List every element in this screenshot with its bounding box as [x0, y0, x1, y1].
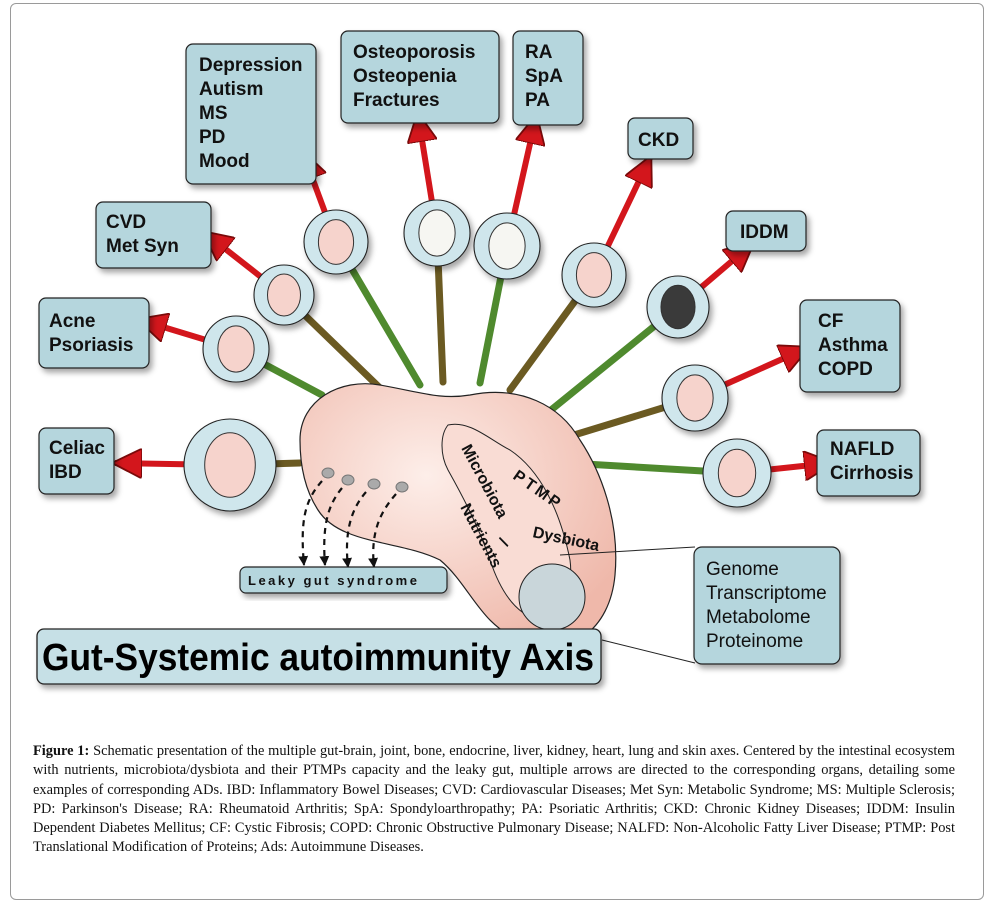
disease-box-liver: NAFLD Cirrhosis: [816, 429, 921, 497]
leaky-pore: [341, 474, 355, 486]
gut-cross-section: [518, 563, 586, 631]
omics-leader-line: [601, 639, 696, 664]
disease-label: CF: [818, 311, 843, 332]
disease-label: Met Syn: [106, 236, 179, 257]
disease-label: SpA: [525, 66, 563, 87]
disease-label: PD: [199, 127, 225, 148]
leaky-pore: [367, 478, 381, 490]
disease-label: RA: [525, 42, 553, 63]
disease-label: NAFLD: [830, 439, 894, 460]
disease-label: PA: [525, 90, 550, 111]
skin-icon: [202, 315, 270, 383]
leaky-pore: [395, 481, 409, 493]
arrow-skin: [140, 320, 206, 343]
leak-arrow: [368, 493, 397, 568]
disease-label: Depression: [199, 55, 302, 76]
brain-icon: [303, 209, 369, 275]
intestine-icon: [183, 418, 277, 512]
disease-box-heart: CVD Met Syn: [95, 201, 212, 269]
disease-label: Osteoporosis: [353, 42, 475, 63]
omics-box: Genome Transcriptome Metabolome Proteino…: [693, 546, 841, 665]
disease-label: Mood: [199, 151, 250, 172]
disease-label: IDDM: [740, 222, 789, 243]
omics-genome: Genome: [706, 559, 779, 580]
figure-frame: [10, 3, 984, 900]
bone-icon: [403, 199, 471, 267]
disease-box-joint: RA SpA PA: [512, 30, 584, 126]
kidney-icon: [561, 242, 627, 308]
disease-label: CKD: [638, 130, 679, 151]
leak-arrow: [319, 487, 343, 566]
disease-label: Cirrhosis: [830, 463, 913, 484]
disease-label: Fractures: [353, 90, 440, 111]
gut-illustration: Microbiota / PTMP Dysbiota Nutrients: [298, 383, 617, 647]
figure-caption: Figure 1: Schematic presentation of the …: [33, 742, 955, 858]
disease-box-thyroid: IDDM: [725, 210, 807, 252]
leak-arrow: [298, 480, 323, 566]
heart-icon: [253, 264, 315, 326]
leaky-pore: [321, 467, 335, 479]
organ-icons: [183, 199, 772, 512]
thyroid-icon: [646, 275, 710, 339]
disease-label: Osteopenia: [353, 66, 457, 87]
lung-icon: [661, 364, 729, 432]
disease-label: MS: [199, 103, 228, 124]
disease-label: COPD: [818, 359, 873, 380]
arrow-intestine: [115, 463, 185, 464]
disease-label: Celiac: [49, 438, 105, 459]
leaky-gut-text: Leaky gut syndrome: [248, 573, 419, 588]
arrow-bone: [418, 115, 432, 201]
caption-text: Schematic presentation of the multiple g…: [33, 743, 955, 856]
diagram-title: Gut-Systemic autoimmunity Axis: [42, 637, 594, 679]
joint-icon: [473, 212, 541, 280]
disease-label: Acne: [49, 311, 95, 332]
omics-transcriptome: Transcriptome: [706, 583, 827, 604]
disease-label: Asthma: [818, 335, 888, 356]
disease-box-kidney: CKD: [627, 117, 694, 160]
gut-systemic-diagram: Microbiota / PTMP Dysbiota Nutrients Cel…: [36, 30, 921, 685]
disease-label: CVD: [106, 212, 146, 233]
liver-icon: [702, 438, 772, 508]
arrow-lung: [723, 348, 807, 388]
disease-label: IBD: [49, 462, 82, 483]
disease-label: Psoriasis: [49, 335, 134, 356]
leak-arrow: [342, 491, 367, 568]
caption-label: Figure 1:: [33, 743, 90, 759]
omics-leader-line: [559, 546, 696, 556]
leaky-gut-label: Leaky gut syndrome: [239, 566, 448, 594]
arrow-joint: [511, 117, 536, 215]
arrow-heart: [205, 233, 263, 279]
omics-proteinome: Proteinome: [706, 631, 803, 652]
arrow-kidney: [605, 158, 650, 248]
disease-label: Autism: [199, 79, 263, 100]
title-box: Gut-Systemic autoimmunity Axis: [36, 628, 602, 685]
omics-metabolome: Metabolome: [706, 607, 811, 628]
